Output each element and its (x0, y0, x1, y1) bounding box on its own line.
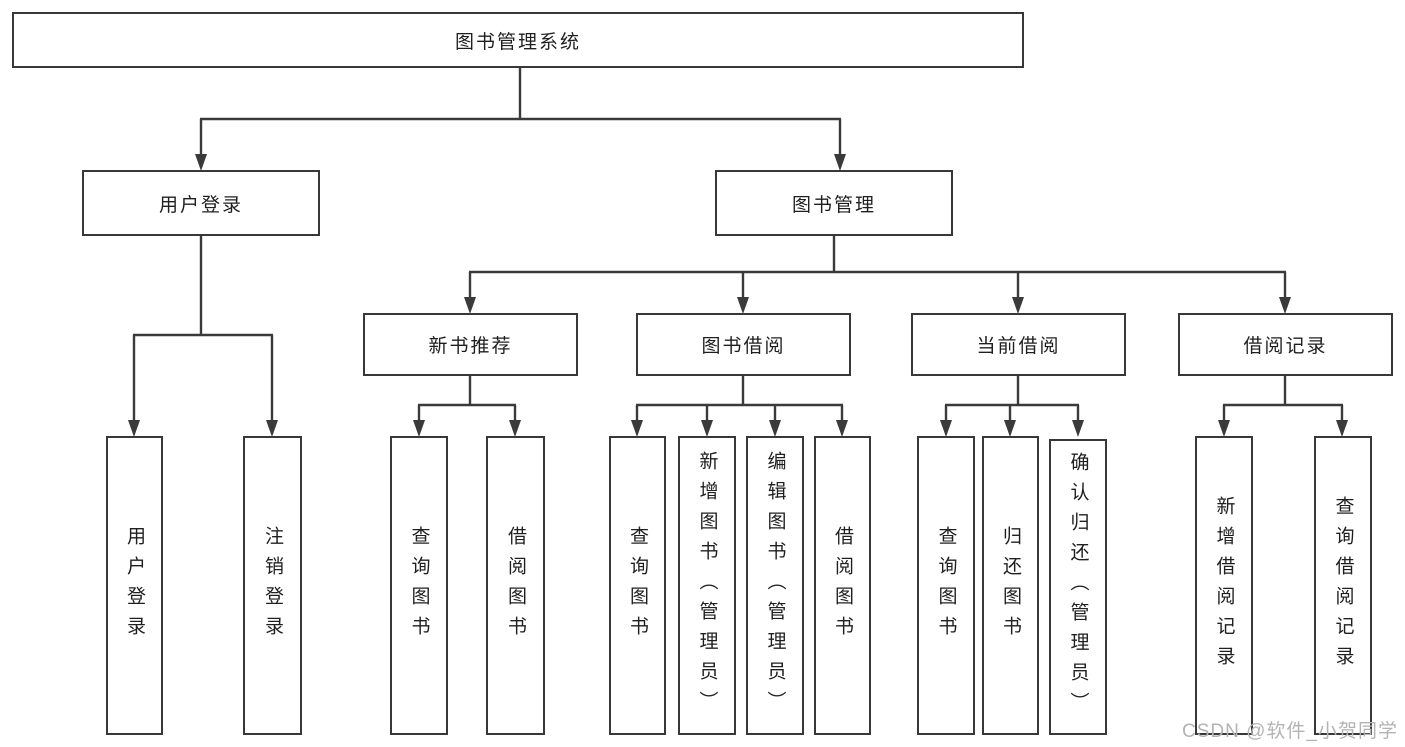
node-library-system: 图书管理系统 (12, 12, 1024, 68)
leaf-query-books-current: 查询图书 (917, 436, 975, 735)
leaf-borrow-books-recommend: 借阅图书 (486, 436, 545, 735)
leaf-borrow-books: 借阅图书 (814, 436, 871, 735)
node-book-borrow: 图书借阅 (636, 313, 851, 376)
leaf-user-login: 用户登录 (106, 436, 163, 735)
leaf-query-books-recommend: 查询图书 (390, 436, 448, 735)
node-new-book-recommend: 新书推荐 (363, 313, 578, 376)
leaf-label: 查询借阅记录 (1332, 495, 1354, 676)
leaf-user-login-label: 用户登录 (124, 525, 145, 646)
leaf-logout: 注销登录 (243, 436, 302, 735)
watermark: CSDN @软件_小贺同学 (1182, 721, 1398, 742)
leaf-edit-book-admin: 编辑图书（管理员） (746, 436, 804, 735)
leaf-add-borrow-record: 新增借阅记录 (1195, 436, 1253, 735)
node-user-login: 用户登录 (82, 170, 320, 236)
leaf-label: 新增借阅记录 (1213, 495, 1235, 676)
leaf-query-borrow-record: 查询借阅记录 (1314, 436, 1372, 735)
node-book-management: 图书管理 (715, 170, 953, 236)
leaf-confirm-return-admin: 确认归还（管理员） (1049, 439, 1107, 735)
node-current-borrow: 当前借阅 (911, 313, 1126, 376)
leaf-add-book-admin: 新增图书（管理员） (678, 436, 736, 735)
node-borrow-records: 借阅记录 (1178, 313, 1393, 376)
leaf-label: 归还图书 (1000, 525, 1021, 646)
leaf-label: 查询图书 (408, 525, 430, 646)
leaf-label: 查询图书 (627, 525, 648, 646)
leaf-label: 编辑图书（管理员） (764, 450, 786, 721)
leaf-label: 借阅图书 (832, 525, 853, 646)
leaf-label: 确认归还（管理员） (1067, 452, 1089, 722)
leaf-label: 查询图书 (935, 525, 957, 646)
leaf-label: 新增图书（管理员） (696, 450, 718, 721)
leaf-logout-label: 注销登录 (262, 525, 283, 646)
leaf-query-books-borrow: 查询图书 (609, 436, 666, 735)
leaf-label: 借阅图书 (505, 525, 526, 646)
leaf-return-book: 归还图书 (982, 436, 1039, 735)
